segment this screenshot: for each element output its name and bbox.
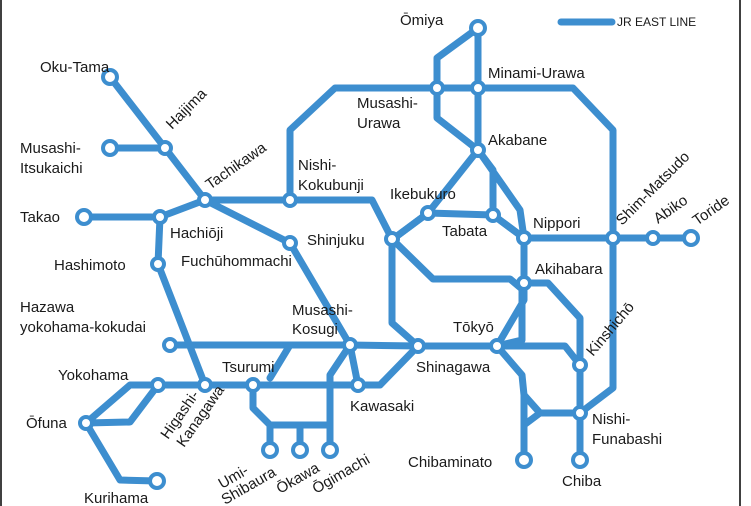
station-tabata[interactable] bbox=[485, 207, 501, 223]
station-kinshicho[interactable] bbox=[572, 357, 588, 373]
station-kurihama[interactable] bbox=[148, 472, 166, 490]
label-toride: Toride bbox=[690, 192, 733, 229]
station-ikebukuro[interactable] bbox=[420, 205, 436, 221]
stations bbox=[75, 19, 700, 490]
label-tachikawa: Tachikawa bbox=[203, 139, 271, 193]
line-yokohama bbox=[154, 213, 209, 389]
line-tsurumi-kawasaki bbox=[326, 341, 354, 429]
label-minami-urawa: Minami-Urawa bbox=[488, 65, 585, 82]
line-yokohama-ofuna bbox=[82, 381, 162, 427]
line-chuo-central bbox=[388, 235, 526, 350]
station-chibaminato[interactable] bbox=[515, 451, 533, 469]
label-musashi-kosugi-2: Kosugi bbox=[292, 321, 338, 338]
label-shinagawa: Shinagawa bbox=[416, 359, 491, 376]
station-minami-urawa[interactable] bbox=[470, 80, 486, 96]
label-chiba: Chiba bbox=[562, 473, 602, 490]
label-musashi-itsukaichi-2: Itsukaichi bbox=[20, 160, 83, 177]
station-tsurumi[interactable] bbox=[245, 377, 261, 393]
station-fuchuhommachi[interactable] bbox=[282, 235, 298, 251]
legend: JR EAST LINE bbox=[557, 15, 696, 29]
station-akihabara[interactable] bbox=[516, 275, 532, 291]
line-chuo-west bbox=[80, 196, 396, 243]
line-tsurumi-umi bbox=[249, 381, 274, 454]
station-shinjuku[interactable] bbox=[384, 231, 400, 247]
label-akabane: Akabane bbox=[488, 132, 547, 149]
station-akabane[interactable] bbox=[470, 142, 486, 158]
label-nishi-funabashi-2: Funabashi bbox=[592, 431, 662, 448]
line-sobu-chiba bbox=[520, 391, 584, 464]
station-hashimoto[interactable] bbox=[150, 256, 166, 272]
label-kawasaki: Kawasaki bbox=[350, 398, 414, 415]
label-haijima: Haijima bbox=[163, 85, 211, 133]
label-hachioji: Hachiōji bbox=[170, 225, 223, 242]
label-musashi-urawa-2: Urawa bbox=[357, 115, 401, 132]
label-yokohama: Yokohama bbox=[58, 367, 129, 384]
line-chiba-link bbox=[520, 409, 544, 429]
label-kurihama: Kurihama bbox=[84, 490, 149, 506]
label-nippori: Nippori bbox=[533, 215, 581, 232]
label-omiya: Ōmiya bbox=[400, 12, 444, 29]
station-musashi-kosugi[interactable] bbox=[342, 337, 358, 353]
line-tsurumi-stub bbox=[266, 341, 294, 382]
station-yokohama[interactable] bbox=[150, 377, 166, 393]
line-sobu bbox=[520, 279, 584, 417]
label-nishi-kokubunji-1: Nishi- bbox=[298, 157, 336, 174]
label-fuchuhommachi: Fuchūhommachi bbox=[181, 253, 292, 270]
label-chibaminato: Chibaminato bbox=[408, 454, 492, 471]
line-keiyo bbox=[493, 342, 528, 464]
line-yamanote bbox=[388, 209, 528, 350]
label-hashimoto: Hashimoto bbox=[54, 257, 126, 274]
station-takao[interactable] bbox=[75, 208, 93, 226]
line-keiyo-link bbox=[493, 342, 584, 369]
station-tokyo[interactable] bbox=[489, 338, 505, 354]
station-haijima[interactable] bbox=[157, 140, 173, 156]
label-hazawa-1: Hazawa bbox=[20, 299, 75, 316]
station-ofuna[interactable] bbox=[78, 415, 94, 431]
label-tabata: Tabata bbox=[442, 223, 488, 240]
station-musashi-itsukaichi[interactable] bbox=[101, 139, 119, 157]
label-oku-tama: Oku-Tama bbox=[40, 59, 110, 76]
label-akihabara: Akihabara bbox=[535, 261, 603, 278]
label-hazawa-2: yokohama-kokudai bbox=[20, 319, 146, 336]
station-chiba[interactable] bbox=[571, 451, 589, 469]
line-nambu bbox=[201, 196, 362, 389]
station-hachioji[interactable] bbox=[152, 209, 168, 225]
label-nishi-kokubunji-2: Kokubunji bbox=[298, 177, 364, 194]
station-oku-tama[interactable] bbox=[101, 68, 119, 86]
label-musashi-kosugi-1: Musashi- bbox=[292, 302, 353, 319]
line-kurihama bbox=[82, 419, 161, 485]
station-okawa[interactable] bbox=[291, 441, 309, 459]
station-nishi-funabashi[interactable] bbox=[572, 405, 588, 421]
label-shinjuku: Shinjuku bbox=[307, 232, 365, 249]
label-abiko: Abiko bbox=[651, 192, 691, 227]
station-higashi-kanagawa[interactable] bbox=[197, 377, 213, 393]
label-tokyo: Tōkyō bbox=[453, 319, 494, 336]
label-nishi-funabashi-1: Nishi- bbox=[592, 411, 630, 428]
station-kawasaki[interactable] bbox=[350, 377, 366, 393]
label-musashi-itsukaichi-1: Musashi- bbox=[20, 140, 81, 157]
legend-label: JR EAST LINE bbox=[617, 15, 696, 29]
station-umi-shibaura[interactable] bbox=[261, 441, 279, 459]
station-abiko[interactable] bbox=[645, 230, 661, 246]
line-musashino bbox=[286, 84, 617, 417]
station-omiya[interactable] bbox=[469, 19, 487, 37]
station-shinagawa[interactable] bbox=[410, 338, 426, 354]
station-hazawa-yokohama-kokudai[interactable] bbox=[162, 337, 178, 353]
label-ofuna: Ōfuna bbox=[26, 415, 68, 432]
label-ikebukuro: Ikebukuro bbox=[390, 186, 456, 203]
station-musashi-urawa[interactable] bbox=[429, 80, 445, 96]
station-shim-matsudo[interactable] bbox=[605, 230, 621, 246]
line-sotetsu-link bbox=[166, 341, 422, 350]
station-toride[interactable] bbox=[682, 229, 700, 247]
label-musashi-urawa-1: Musashi- bbox=[357, 95, 418, 112]
label-takao: Takao bbox=[20, 209, 60, 226]
station-tachikawa[interactable] bbox=[197, 192, 213, 208]
station-nippori[interactable] bbox=[516, 230, 532, 246]
station-ogimachi[interactable] bbox=[321, 441, 339, 459]
station-nishi-kokubunji[interactable] bbox=[282, 192, 298, 208]
label-tsurumi: Tsurumi bbox=[222, 359, 275, 376]
